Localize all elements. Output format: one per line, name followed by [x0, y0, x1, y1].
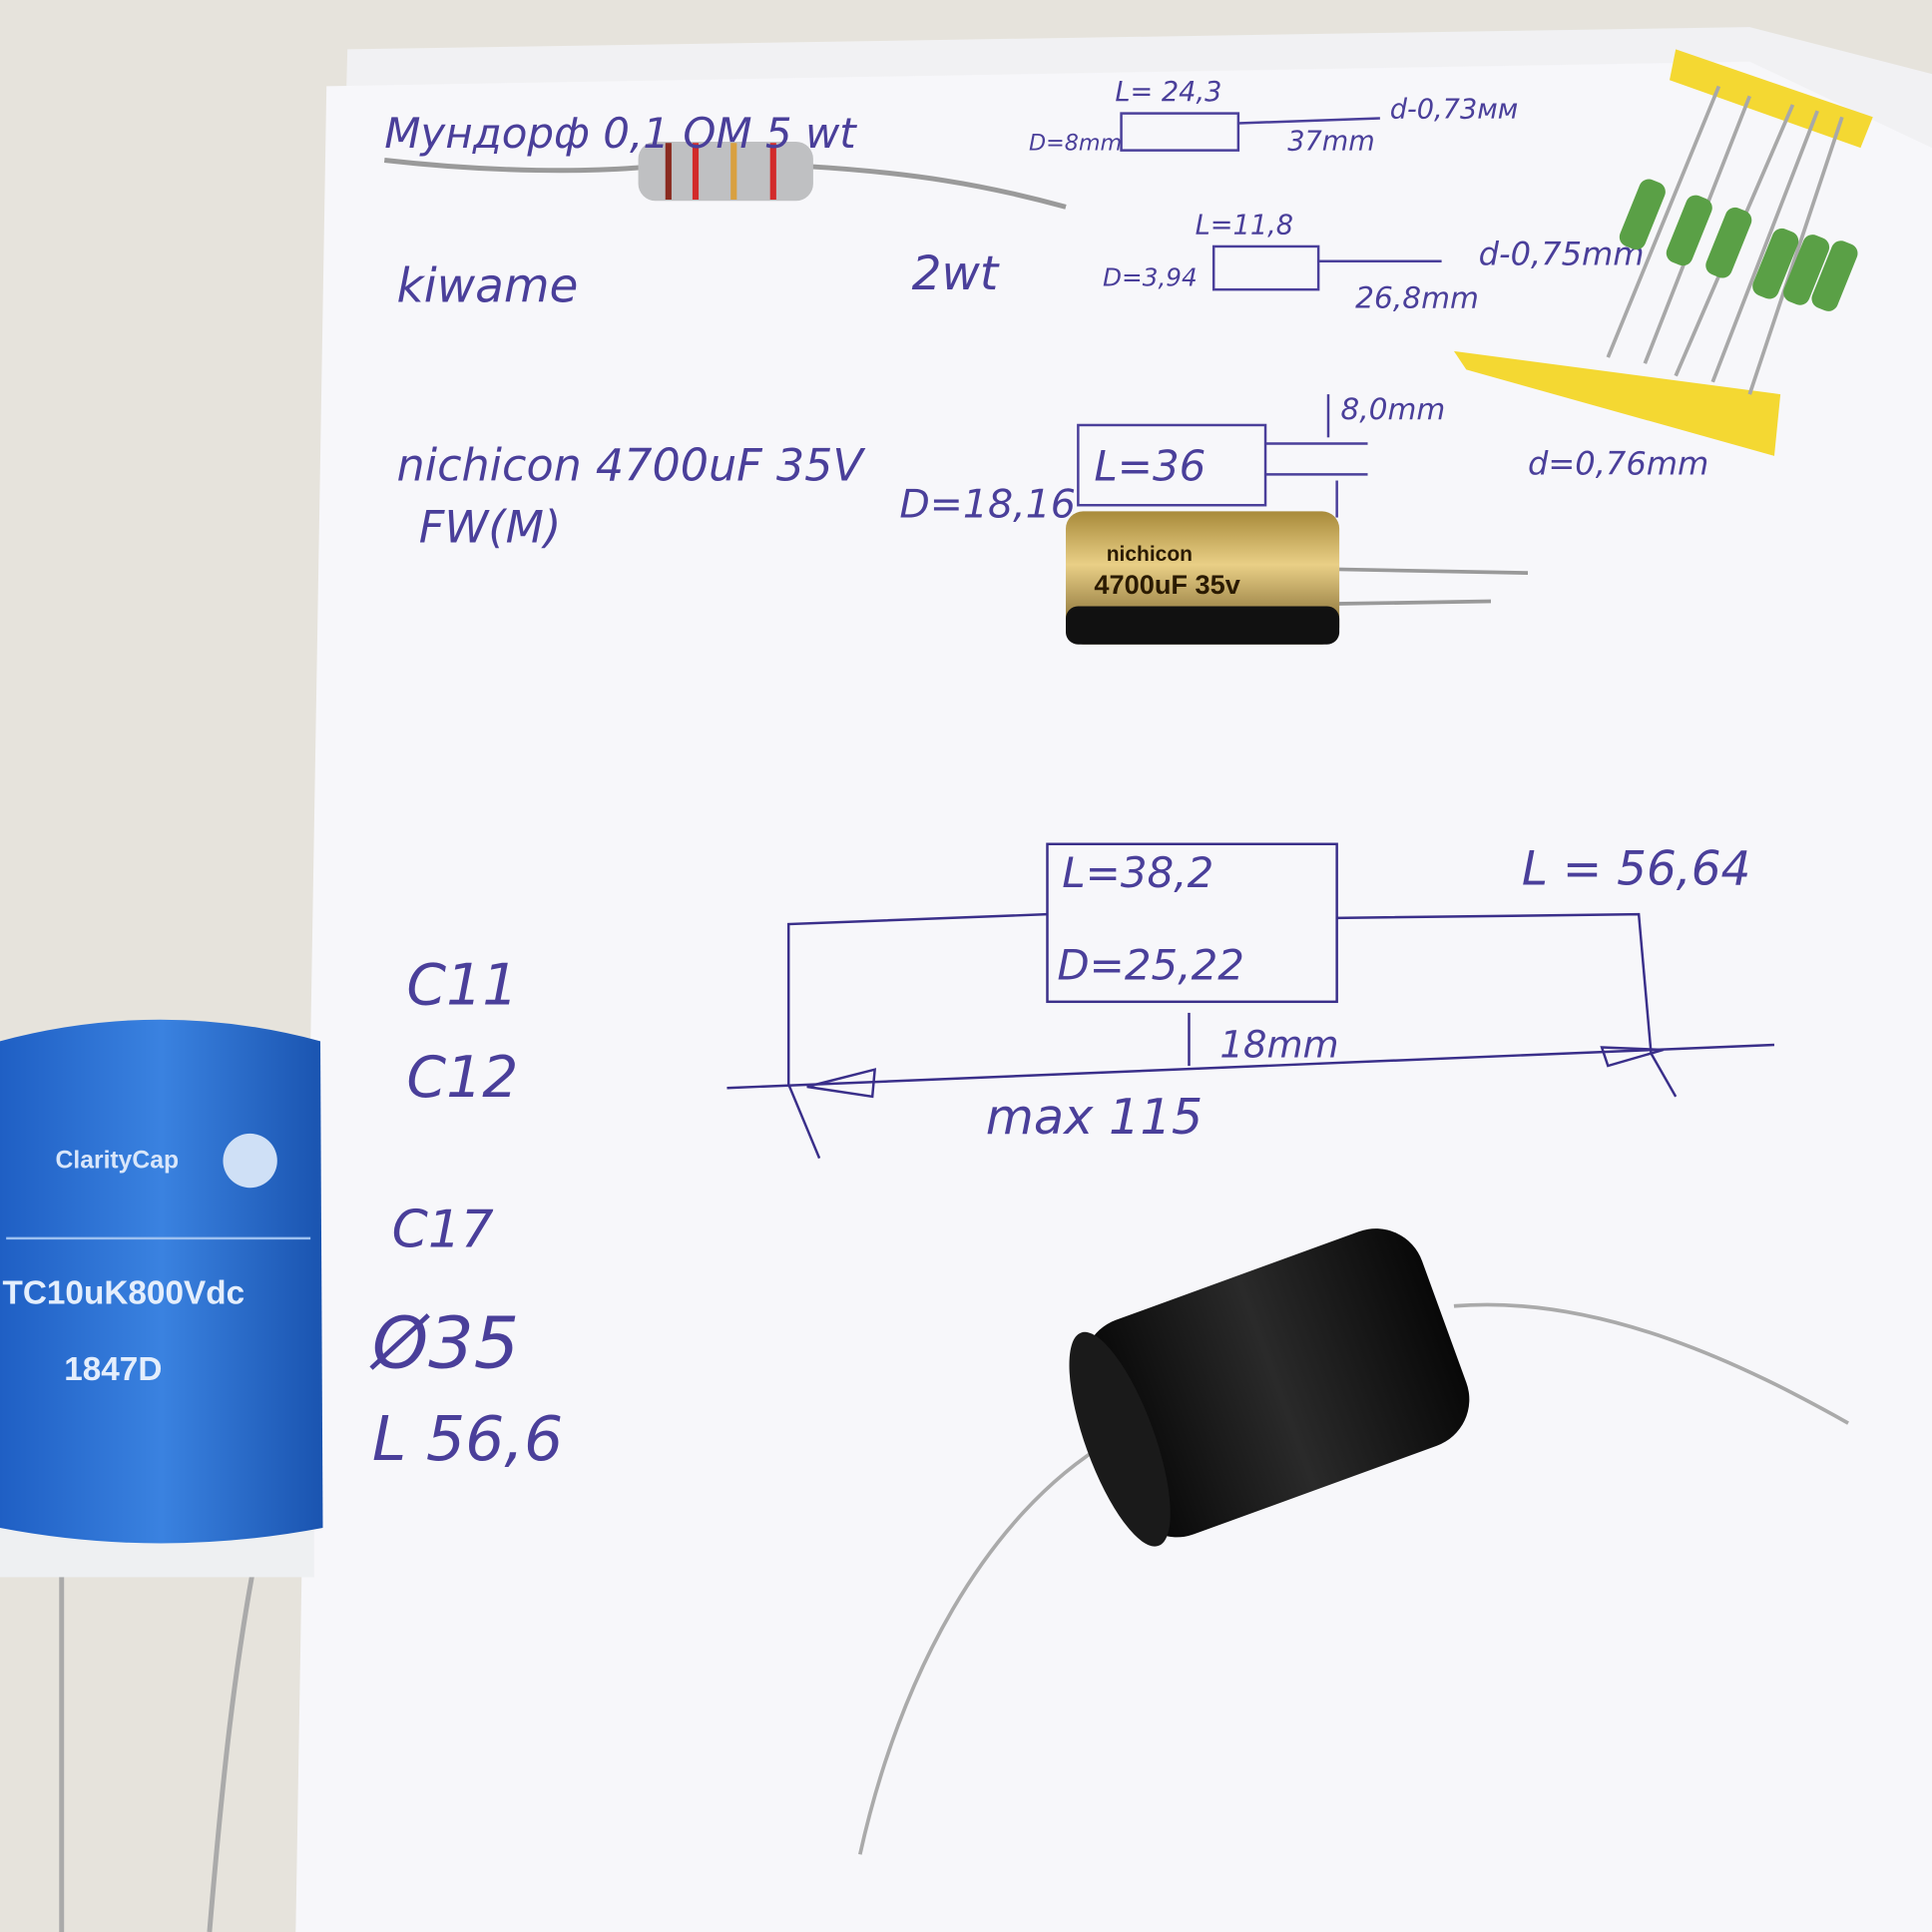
kiwame-power: 2wt [912, 246, 1000, 301]
mundorf-lead-d: d-0,73мм [1390, 95, 1518, 126]
kiwame-lead-length: 26,8mm [1355, 280, 1479, 315]
color-band [730, 143, 737, 201]
kiwame-length: L=11,8 [1196, 211, 1293, 242]
nichicon-lead-spacing: 8,0mm [1340, 391, 1445, 426]
mundorf-diameter: D=8mm [1029, 131, 1122, 157]
kiwame-resistors-tape [1453, 49, 1873, 456]
nichicon-value: 4700uF 35v [1094, 569, 1239, 600]
c11-drawing [726, 842, 1775, 1160]
c17-length: L 56,6 [372, 1403, 563, 1475]
nichicon-diameter: D=18,16 [899, 482, 1076, 528]
c12-ref: C12 [406, 1045, 518, 1111]
nichicon-drawing [1077, 394, 1368, 518]
c11-total-length: L = 56,64 [1522, 842, 1751, 897]
kiwame-drawing [1211, 244, 1442, 291]
c17-ref: C17 [392, 1201, 494, 1260]
color-band [665, 143, 672, 201]
kiwame-lead-d: d-0,75mm [1479, 235, 1645, 272]
mundorf-resistor [638, 141, 813, 202]
black-capacitor [858, 1228, 1849, 1855]
claritycap-code: 1847D [64, 1351, 162, 1388]
mundorf-lead-length: 37mm [1287, 127, 1374, 158]
color-band [692, 143, 700, 201]
resistor-mundorf-drawing [1120, 112, 1380, 152]
nichicon-brand: nichicon [1107, 543, 1193, 566]
c11-diameter: D=25,22 [1057, 941, 1244, 990]
mundorf-length: L= 24,3 [1115, 77, 1221, 108]
kiwame-label: kiwame [397, 259, 579, 314]
mundorf-lead-right [806, 164, 1067, 210]
nichicon-length: L=36 [1094, 442, 1206, 491]
claritycap-capacitor: ClarityCap TC10uK800Vdc 1847D [0, 1019, 323, 1932]
c11-max: max 115 [986, 1088, 1204, 1146]
color-band [769, 143, 776, 201]
nichicon-capacitor: nichicon 4700uF 35v [1066, 511, 1529, 645]
mundorf-lead-left [383, 158, 654, 174]
kiwame-diameter: D=3,94 [1103, 262, 1198, 291]
c17-diameter: Ø35 [369, 1302, 520, 1385]
c11-length: L=38,2 [1062, 848, 1213, 897]
nichicon-label: nichicon 4700uF 35V [397, 441, 866, 492]
c11-ref: C11 [406, 952, 518, 1018]
claritycap-logo-icon [223, 1133, 277, 1189]
mundorf-label: Мундорф 0,1 ОМ 5 wt [384, 109, 857, 158]
claritycap-value: TC10uK800Vdc [2, 1274, 244, 1311]
paper [295, 61, 1932, 1932]
nichicon-lead-d: d=0,76mm [1528, 444, 1708, 482]
c11-spacing: 18mm [1219, 1023, 1338, 1066]
claritycap-brand: ClarityCap [56, 1147, 179, 1174]
nichicon-series: FW(M) [419, 502, 562, 553]
